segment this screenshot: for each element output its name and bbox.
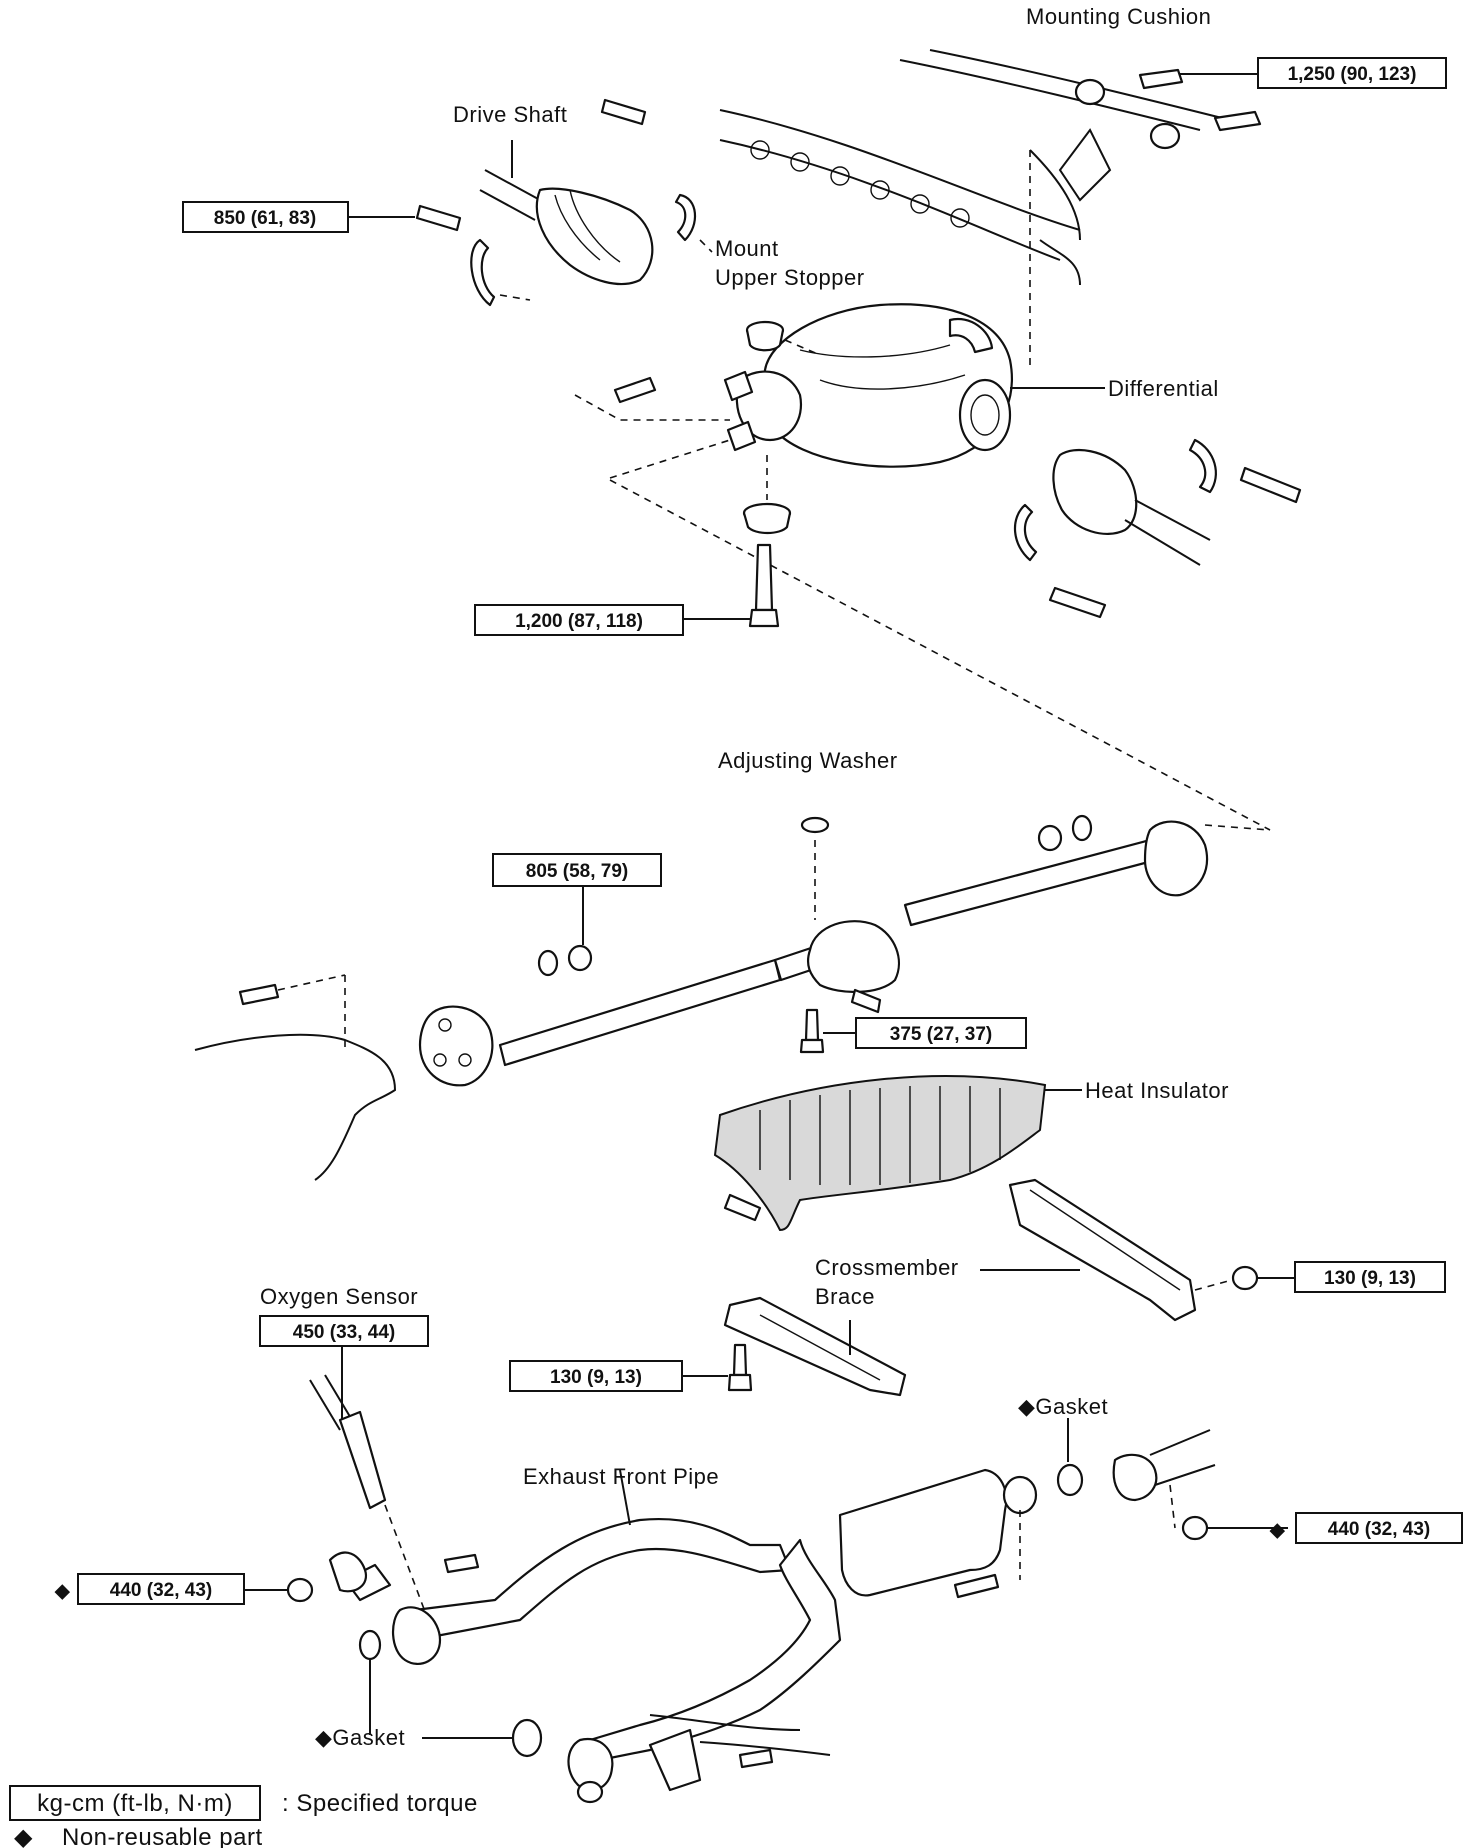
label-brace: Brace — [815, 1284, 875, 1309]
torque-box-brace-left: 130 (9, 13) — [509, 1360, 683, 1392]
adjusting-washer-part — [800, 816, 830, 834]
torque-box-differential-stud: 1,200 (87, 118) — [474, 604, 684, 636]
torque-box-drive-shaft: 850 (61, 83) — [182, 201, 349, 233]
label-mounting-cushion: Mounting Cushion — [1026, 4, 1211, 29]
diamond-tail-pipe: ◆ — [1269, 1520, 1286, 1541]
label-oxygen-sensor: Oxygen Sensor — [260, 1284, 418, 1309]
legend-diamond-symbol: ◆ — [14, 1824, 33, 1848]
torque-box-brace-right: 130 (9, 13) — [1294, 1261, 1446, 1293]
gasket-lower-part — [358, 1629, 382, 1661]
torque-box-center-bearing: 375 (27, 37) — [855, 1017, 1027, 1049]
torque-oxygen-sensor: 450 (33, 44) — [293, 1322, 395, 1343]
crossmember-brace-left — [723, 1296, 907, 1397]
crossmember-brace-right — [1008, 1178, 1259, 1322]
label-heat-insulator: Heat Insulator — [1085, 1078, 1229, 1103]
muffler-part — [838, 1468, 1038, 1597]
label-gasket-lower: ◆Gasket — [315, 1725, 405, 1750]
label-gasket-upper: ◆Gasket — [1018, 1394, 1108, 1419]
legend-unit-desc: : Specified torque — [282, 1790, 478, 1817]
differential-housing — [723, 303, 1013, 468]
torque-box-flange-nut: 805 (58, 79) — [492, 853, 662, 887]
tail-pipe-part — [1112, 1429, 1216, 1541]
torque-flange-nut: 805 (58, 79) — [526, 861, 628, 882]
legend-unit-box: kg-cm (ft-lb, N·m) — [37, 1790, 233, 1817]
legend: kg-cm (ft-lb, N·m) : Specified torque ◆ … — [9, 1785, 478, 1848]
oxygen-sensor-part — [309, 1374, 387, 1510]
torque-brace-right: 130 (9, 13) — [1324, 1268, 1416, 1289]
body-frame — [719, 49, 1231, 286]
lower-stopper-stud — [742, 502, 792, 628]
flange-nut-washer — [537, 814, 1093, 977]
gasket-upper-part — [1056, 1463, 1084, 1497]
label-crossmember: Crossmember — [815, 1255, 959, 1280]
torque-mounting-cushion: 1,250 (90, 123) — [1288, 64, 1417, 85]
heat-insulator-part — [713, 1075, 1047, 1232]
label-mount: Mount — [715, 236, 779, 261]
label-exhaust-front-pipe: Exhaust Front Pipe — [523, 1464, 719, 1489]
torque-brace-left: 130 (9, 13) — [550, 1367, 642, 1388]
diamond-front-pipe: ◆ — [54, 1581, 71, 1602]
legend-diamond-desc: Non-reusable part — [62, 1824, 263, 1848]
label-upper-stopper: Upper Stopper — [715, 265, 865, 290]
torque-box-tail-pipe: ◆ 440 (32, 43) — [1269, 1512, 1463, 1544]
mounting-cushion-part — [1074, 68, 1262, 150]
transmission-housing — [194, 983, 397, 1181]
torque-center-bearing: 375 (27, 37) — [890, 1024, 992, 1045]
label-drive-shaft: Drive Shaft — [453, 102, 567, 127]
label-adjusting-washer: Adjusting Washer — [718, 748, 898, 773]
exhaust-front-pipe-part — [343, 1518, 842, 1791]
torque-front-pipe: 440 (32, 43) — [110, 1580, 212, 1601]
torque-box-mounting-cushion: 1,250 (90, 123) — [1257, 57, 1447, 89]
propeller-shaft — [418, 820, 1209, 1087]
drive-shaft-left — [415, 98, 697, 307]
torque-box-front-pipe: ◆ 440 (32, 43) — [54, 1573, 245, 1605]
torque-differential-stud: 1,200 (87, 118) — [515, 611, 643, 632]
mount-upper-stopper — [745, 320, 785, 352]
torque-tail-pipe: 440 (32, 43) — [1328, 1519, 1430, 1540]
torque-box-oxygen-sensor: 450 (33, 44) — [259, 1315, 429, 1347]
label-differential: Differential — [1108, 376, 1219, 401]
drive-shaft-right — [1013, 438, 1302, 619]
torque-drive-shaft: 850 (61, 83) — [214, 208, 316, 229]
